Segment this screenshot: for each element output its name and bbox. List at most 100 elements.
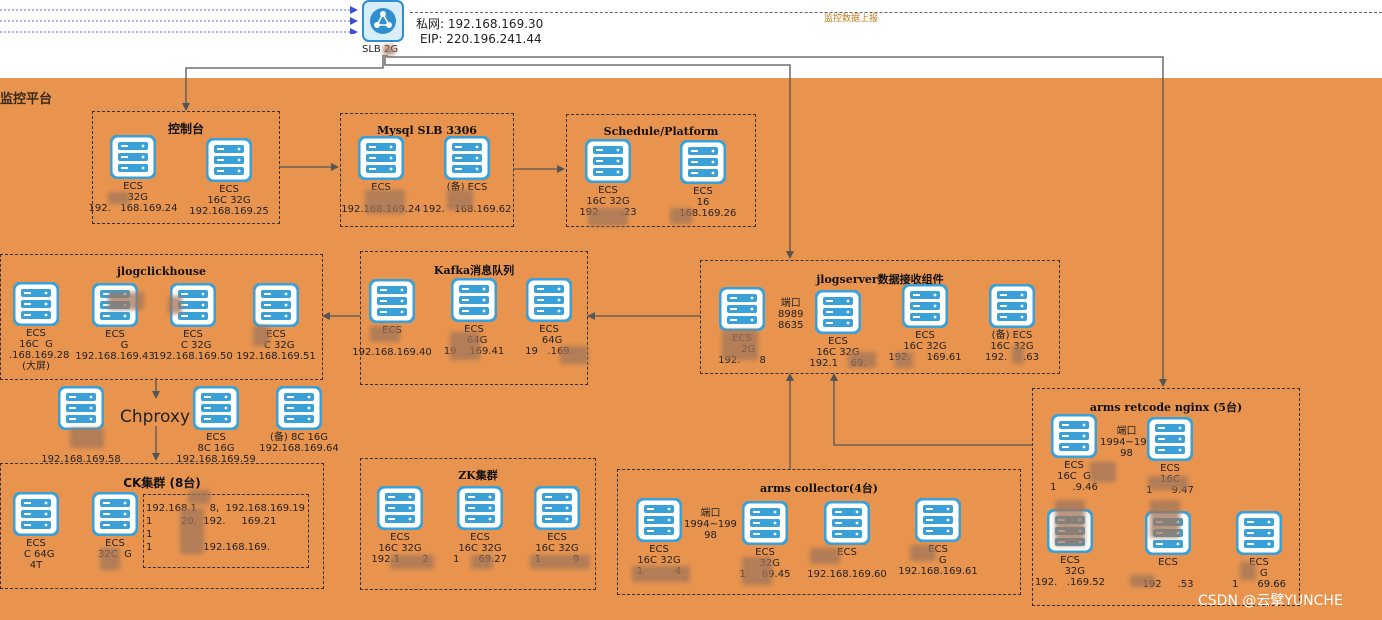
- node-label: ECS 32G 192. .169.52: [1035, 555, 1105, 588]
- node-label: ECS 8C 16G 192.168.169.59: [176, 432, 256, 465]
- ecs-server-icon: [902, 284, 948, 328]
- redaction: [447, 190, 473, 210]
- ecs-server-icon: [276, 386, 322, 430]
- ecs-server-icon: [369, 279, 415, 323]
- group-title: Schedule/Platform: [603, 125, 719, 138]
- ecs-server-icon: [815, 290, 861, 334]
- redaction: [108, 292, 144, 310]
- group-title: Mysql SLB 3306: [377, 124, 477, 137]
- group-title: CK集群 (8台): [123, 476, 201, 490]
- ecs-server-icon: [110, 135, 156, 179]
- ecs-server-icon: [680, 140, 726, 184]
- group-title: jlogserver数据接收组件: [816, 273, 944, 286]
- jlogserver-port: 端口 8989 8635: [778, 298, 804, 331]
- redaction: [108, 192, 130, 204]
- node-label: ECS 16C G 1 .9.46: [1050, 460, 1098, 493]
- redaction: [848, 352, 876, 368]
- group-collector: arms collector(4台): [617, 469, 1021, 595]
- ecs-server-icon: [206, 138, 252, 182]
- redaction: [722, 330, 758, 360]
- group-title: jlogclickhouse: [116, 265, 207, 278]
- node-label: ECS 16 168.169.26: [679, 186, 737, 219]
- ecs-server-icon: [1147, 417, 1193, 461]
- redaction: [188, 490, 210, 504]
- node-label: ECS 32G 192. 168.169.24: [88, 181, 178, 214]
- watermark: CSDN @云擘YUNCHE: [1198, 593, 1343, 609]
- ecs-server-icon: [253, 283, 299, 327]
- redaction: [450, 332, 480, 360]
- redaction: [383, 45, 395, 55]
- redaction: [1012, 346, 1024, 364]
- redaction: [471, 555, 493, 569]
- ecs-server-icon: [719, 287, 765, 331]
- ecs-server-icon: [92, 492, 138, 536]
- ecs-server-icon: [193, 386, 239, 430]
- ecs-server-icon: [451, 278, 497, 322]
- redaction: [1148, 476, 1188, 490]
- node-label: ECS G 192.168.169.61: [898, 544, 978, 577]
- ck-ip-list-box: [143, 494, 309, 568]
- redaction: [180, 508, 204, 554]
- redaction: [1150, 500, 1180, 538]
- group-title: 控制台: [167, 122, 204, 136]
- redaction: [390, 555, 434, 569]
- redaction: [895, 352, 913, 368]
- ecs-server-icon: [534, 486, 580, 530]
- ecs-server-icon: [444, 136, 490, 180]
- redaction: [632, 566, 690, 582]
- node-label: (备) ECS 192. 168.169.62: [422, 182, 512, 215]
- private-ip: 私网: 192.168.169.30: [416, 17, 544, 31]
- ecs-server-icon: [13, 492, 59, 536]
- report-label: 监控数据上报: [824, 14, 879, 24]
- ecs-server-icon: [585, 139, 631, 183]
- ecs-server-icon: [1236, 511, 1282, 555]
- ecs-server-icon: [377, 486, 423, 530]
- node-label: (备) 8C 16G 192.168.169.64: [259, 432, 339, 454]
- group-title: arms collector(4台): [760, 482, 878, 495]
- eip: EIP: 220.196.241.44: [420, 32, 542, 46]
- redaction: [1130, 575, 1155, 587]
- slb-label: SLB 2G: [362, 44, 399, 55]
- ecs-server-icon: [358, 136, 404, 180]
- redaction: [70, 428, 104, 448]
- report-dashed-line: [410, 12, 1382, 15]
- node-label: ECS C 32G 192.168.169.50: [153, 329, 233, 362]
- node-label: ECS G 192.168.169.43: [75, 329, 155, 362]
- ecs-server-icon: [13, 282, 59, 326]
- redaction: [365, 190, 405, 214]
- ecs-server-icon: [636, 498, 682, 542]
- group-zk: ZK集群: [360, 458, 596, 590]
- redaction: [560, 346, 588, 364]
- redaction: [253, 326, 269, 346]
- edge-slb-jlogserver: [384, 55, 794, 259]
- group-mysql: Mysql SLB 3306: [340, 113, 514, 227]
- redaction: [588, 208, 628, 226]
- top-left-input-line: [0, 6, 360, 36]
- edge-slb-console: [182, 55, 384, 111]
- redaction: [670, 208, 692, 224]
- redaction: [910, 545, 936, 561]
- chproxy-label: Chproxy: [120, 407, 191, 427]
- ecs-server-icon: [457, 486, 503, 530]
- redaction: [168, 296, 182, 314]
- group-title: ZK集群: [458, 469, 498, 482]
- redaction: [370, 326, 400, 342]
- redaction: [1055, 500, 1085, 546]
- redaction: [1090, 462, 1116, 482]
- node-label: ECS C 64G 4T: [23, 538, 55, 571]
- ecs-server-icon: [824, 501, 870, 545]
- edge-retcode-jlogserver: [830, 373, 1032, 446]
- group-schedule: Schedule/Platform: [566, 114, 756, 227]
- group-jlogserver: jlogserver数据接收组件: [700, 260, 1060, 374]
- ecs-server-icon: [526, 278, 572, 322]
- ecs-server-icon: [915, 498, 961, 542]
- retcode-port: 端口 1994~199 98: [1100, 426, 1153, 459]
- redaction: [742, 557, 772, 585]
- edge-slb-retcode: [386, 55, 1167, 387]
- group-ck: CK集群 (8台): [0, 463, 324, 589]
- node-label: ECS 16C 32G 192.168.169.25: [189, 184, 269, 217]
- platform-label: 监控平台: [0, 92, 53, 107]
- node-label: ECS C 32G 192.168.169.51: [236, 329, 316, 362]
- ecs-server-icon: [742, 501, 788, 545]
